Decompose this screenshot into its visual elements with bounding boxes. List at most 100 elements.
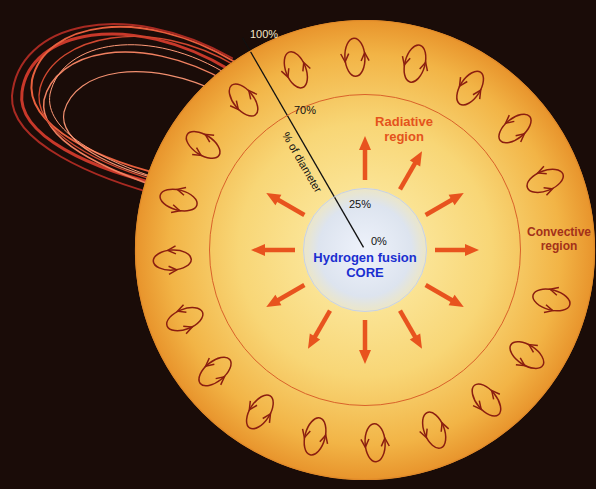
arrow-shaft <box>426 199 454 215</box>
arrow-shaft <box>263 248 295 253</box>
convection-loop <box>491 106 538 152</box>
radiation-arrow <box>359 320 371 364</box>
loop-ring <box>224 79 263 121</box>
region-boundary <box>304 189 427 312</box>
loop-arrowhead <box>544 305 554 315</box>
convection-loop <box>180 123 227 167</box>
core-glow <box>303 188 427 312</box>
loop-arrowhead <box>400 56 410 66</box>
loop-ring <box>280 48 312 91</box>
convection-loop <box>529 282 573 319</box>
loop-arrowhead <box>203 358 214 369</box>
loop-arrowhead <box>438 421 448 431</box>
arrow-head <box>359 350 371 364</box>
arrow-head <box>251 244 265 256</box>
loop-arrowhead <box>420 61 430 71</box>
energy-flow <box>153 38 574 463</box>
convection-loop <box>238 388 282 435</box>
loop-ring <box>158 185 200 214</box>
convection-loop <box>276 47 316 93</box>
radiation-arrow <box>251 244 295 256</box>
loop-arrowhead <box>516 131 527 142</box>
loop-arrowhead <box>320 434 330 444</box>
convection-loop <box>191 349 238 395</box>
region-boundary <box>210 95 521 406</box>
convective-region: Convective regionRadiative regionHydroge… <box>135 20 595 480</box>
loop-ring <box>241 390 278 433</box>
loop-arrowhead <box>503 115 514 126</box>
arrow-head <box>449 193 464 205</box>
radiation-arrow <box>400 311 422 349</box>
arrow-shaft <box>363 320 368 352</box>
loop-arrowhead <box>456 77 467 88</box>
loop-arrowhead <box>230 101 241 112</box>
loop-arrowhead <box>263 412 274 423</box>
convection-loop <box>448 65 492 112</box>
arrow-head <box>465 244 479 256</box>
loop-ring <box>418 409 450 452</box>
region-label: Radiative region <box>372 115 436 145</box>
loop-arrowhead <box>489 388 500 399</box>
arrow-shaft <box>277 199 305 215</box>
loop-ring <box>524 165 567 197</box>
radiation-arrow <box>266 285 304 307</box>
loop-arrowhead <box>420 429 430 439</box>
arrow-head <box>308 334 320 349</box>
loop-ring <box>400 43 429 85</box>
arrow-shaft <box>314 311 330 339</box>
radiation-arrow <box>426 193 464 215</box>
loop-arrowhead <box>203 131 214 142</box>
convection-loop <box>340 38 370 77</box>
loop-arrowhead <box>183 323 193 333</box>
radiation-arrow <box>400 151 422 189</box>
radiative-region: Radiative regionHydrogen fusion CORE <box>209 94 521 406</box>
loop-arrowhead <box>473 401 484 412</box>
radiation-arrow <box>266 193 304 215</box>
region-outline <box>135 20 595 480</box>
arrow-head <box>266 193 281 205</box>
loop-arrowhead <box>300 61 310 71</box>
loop-ring <box>494 109 536 148</box>
convection-loop <box>464 376 510 423</box>
arrow-head <box>410 151 422 166</box>
loop-ring <box>163 303 206 335</box>
loop-arrowhead <box>171 205 181 215</box>
arrow-shaft <box>400 162 416 190</box>
loop-ring <box>530 285 572 314</box>
loop-arrowhead <box>536 166 546 176</box>
convection-loop <box>297 414 334 458</box>
region-label: Hydrogen fusion CORE <box>309 251 421 281</box>
arrow-shaft <box>363 148 368 180</box>
scale-mark: 70% <box>294 104 316 117</box>
radiation-arrow <box>435 244 479 256</box>
convection-loop <box>157 182 201 219</box>
loop-arrowhead <box>516 358 527 369</box>
loop-arrowhead <box>176 305 186 315</box>
loop-ring <box>505 336 548 373</box>
loop-arrowhead <box>544 185 554 195</box>
loop-ring <box>300 415 329 457</box>
convection-loop <box>503 333 550 377</box>
loop-arrowhead <box>168 246 176 254</box>
loop-arrowhead <box>361 53 369 61</box>
loop-arrowhead <box>341 54 349 62</box>
radiation-arrow <box>426 285 464 307</box>
loop-arrowhead <box>381 438 389 446</box>
region-boundary <box>136 21 595 480</box>
loop-arrowhead <box>192 148 203 159</box>
loop-arrowhead <box>169 266 177 274</box>
sun-disc <box>135 20 595 480</box>
region-outline <box>209 94 521 406</box>
radiation-arrow <box>359 136 371 180</box>
convection-loop <box>162 299 208 339</box>
loop-arrowhead <box>300 429 310 439</box>
loop-arrowhead <box>246 88 257 99</box>
scale-mark: 100% <box>250 28 278 41</box>
loop-ring <box>451 67 488 110</box>
arrow-shaft <box>435 248 467 253</box>
loop-ring <box>182 126 225 163</box>
loop-arrowhead <box>176 185 186 195</box>
convection-loop <box>397 42 434 86</box>
